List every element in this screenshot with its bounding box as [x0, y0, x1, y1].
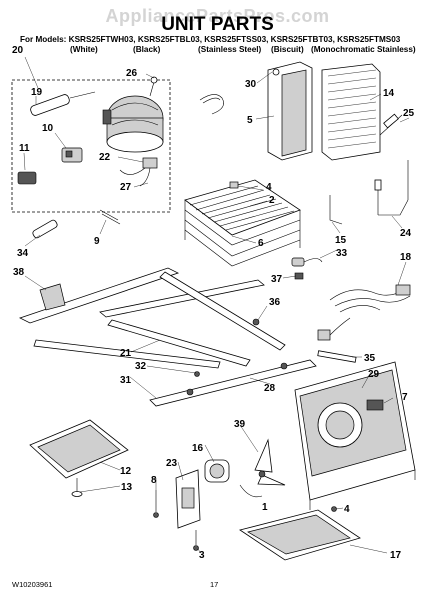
part-38-bracket: [39, 283, 66, 311]
part-34-grommet: [32, 219, 58, 239]
part-11-capacitor: [17, 171, 37, 185]
part-23-motor-bracket: [175, 469, 201, 529]
part-3-screw: [193, 530, 199, 551]
compressor: [102, 76, 164, 153]
models-line: For Models: KSRS25FTWH03, KSRS25FTBL03, …: [20, 35, 401, 44]
callout: 10: [42, 123, 54, 134]
finish-label: (White): [70, 45, 98, 54]
part-32-screw: [194, 371, 200, 377]
part-1-tube: [239, 484, 263, 498]
watermark: AppliancePartsPros.com: [105, 6, 330, 26]
callout: 15: [335, 235, 347, 246]
callout: 13: [121, 482, 133, 493]
part-6-tube: [199, 94, 224, 115]
part-29-base-pan: [294, 361, 416, 510]
callout: 7: [402, 392, 408, 403]
callout: 20: [12, 45, 24, 56]
callout: 37: [271, 274, 283, 285]
part-37-screw: [294, 272, 304, 280]
callout: 35: [364, 353, 376, 364]
callout: 24: [400, 228, 412, 239]
callout: 29: [368, 369, 380, 380]
part-4-screw: [331, 506, 337, 512]
callout: 17: [390, 550, 402, 561]
callout: 8: [151, 475, 157, 486]
callout: 14: [383, 88, 395, 99]
callout: 12: [120, 466, 132, 477]
page-title: UNIT PARTS: [161, 14, 274, 35]
callout: 31: [120, 375, 132, 386]
callout: 4: [344, 504, 350, 515]
part-36-screw: [252, 318, 260, 326]
callout: 19: [31, 87, 43, 98]
part-35-rod: [317, 350, 357, 363]
callout: 26: [126, 68, 138, 79]
callout: 2: [269, 195, 275, 206]
part-12-drain-tray: [29, 419, 129, 479]
callout: 22: [99, 152, 111, 163]
finish-label: (Black): [133, 45, 161, 54]
callout: 28: [264, 383, 276, 394]
part-19-relay: [30, 91, 96, 116]
callout: 5: [247, 115, 253, 126]
callout: 34: [17, 248, 29, 259]
part-39-fan-blade: [254, 438, 286, 486]
part-17-lower-pan: [239, 509, 361, 561]
callout: 23: [166, 458, 178, 469]
part-10-overload: [61, 147, 83, 163]
part-6-tube-inner: [202, 97, 221, 104]
part-13-foot: [71, 478, 83, 497]
callout: 32: [135, 361, 147, 372]
callout: 25: [403, 108, 415, 119]
part-31-28-rail: [149, 359, 317, 407]
part-33-fitting: [291, 257, 323, 267]
doc-number: W10203961: [12, 580, 53, 589]
callout: 18: [400, 252, 412, 263]
part-16-fan-motor: [204, 459, 230, 483]
part-21-frame: [18, 267, 286, 369]
page-number: 17: [210, 580, 219, 589]
part-2-evaporator: [184, 179, 301, 267]
finish-label: (Stainless Steel): [198, 45, 262, 54]
callout: 16: [192, 443, 204, 454]
part-24-heater: [374, 160, 409, 216]
part-14-condenser: [321, 63, 381, 161]
part-15-bracket: [329, 195, 343, 225]
part-8-screw: [153, 490, 159, 518]
callout: 33: [336, 248, 348, 259]
callout: 39: [234, 419, 246, 430]
callout: 38: [13, 267, 25, 278]
part-4-clip: [229, 181, 239, 189]
part-7-label: [366, 399, 384, 411]
part-22-harness: [119, 157, 158, 187]
callout: 27: [120, 182, 132, 193]
callout: 3: [199, 550, 205, 561]
callout: 9: [94, 236, 100, 247]
part-9-wire: [99, 209, 121, 225]
finish-label: (Monochromatic Stainless): [311, 45, 416, 54]
part-5-shroud: [267, 61, 313, 161]
callout: 1: [262, 502, 268, 513]
callout: 21: [120, 348, 132, 359]
leader-lines: [23, 56, 410, 554]
finish-label: (Biscuit): [271, 45, 304, 54]
callout: 36: [269, 297, 281, 308]
callout: 30: [245, 79, 257, 90]
callout: 4: [266, 182, 272, 193]
callout: 11: [19, 143, 30, 154]
part-25-dryer: [379, 113, 403, 136]
part-18-wire-harness: [317, 284, 411, 341]
callout: 6: [258, 238, 264, 249]
